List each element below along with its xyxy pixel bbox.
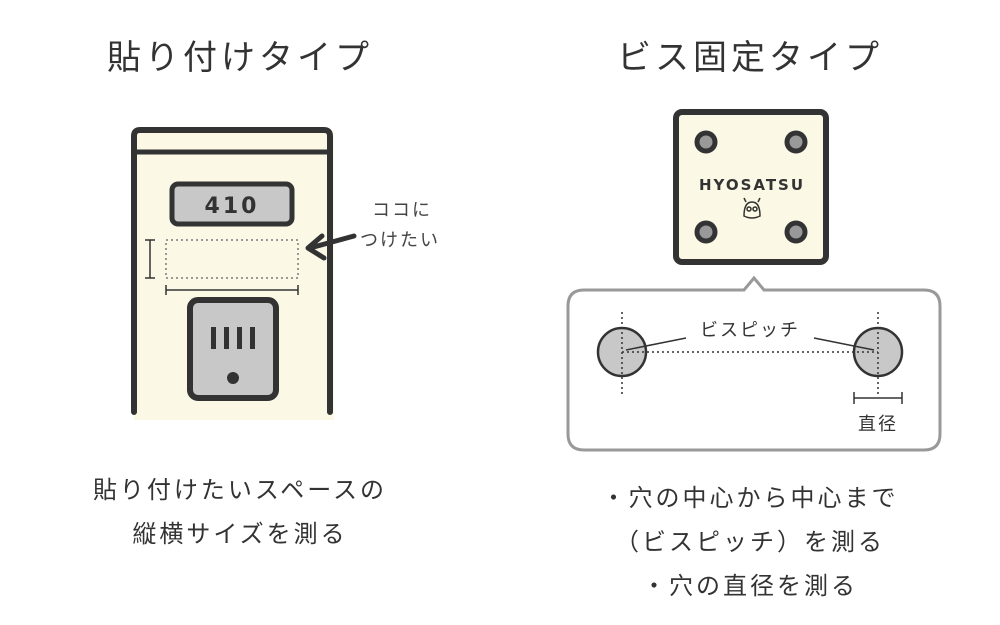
pitch-leader-left bbox=[625, 337, 687, 351]
right-caption-line-2: （ビスピッチ）を測る bbox=[615, 528, 885, 556]
intercom-device bbox=[187, 297, 279, 401]
arrow-left-icon bbox=[305, 233, 357, 261]
right-caption-line-3: ・穴の直径を測る bbox=[642, 572, 858, 600]
right-title: ビス固定タイプ bbox=[617, 38, 883, 78]
left-caption-line-1: 貼り付けたいスペースの bbox=[92, 476, 388, 504]
pitch-label: ビスピッチ bbox=[700, 320, 800, 341]
left-caption-line-2: 縦横サイズを測る bbox=[132, 520, 348, 548]
callout-text: ココに つけたい bbox=[360, 196, 470, 256]
intercom-button bbox=[227, 372, 239, 384]
owl-icon bbox=[743, 197, 761, 219]
left-caption: 貼り付けたいスペースの 縦横サイズを測る bbox=[40, 468, 440, 556]
number-plate-text: 410 bbox=[205, 194, 260, 219]
screw-holes bbox=[694, 130, 808, 244]
mailbox-illustration: 410 bbox=[131, 127, 334, 420]
left-title: 貼り付けタイプ bbox=[107, 38, 373, 78]
target-space bbox=[165, 239, 299, 279]
bubble-outline bbox=[566, 275, 942, 452]
mailbox-outline bbox=[131, 127, 333, 415]
right-caption-line-1: ・穴の中心から中心まで bbox=[601, 484, 899, 512]
right-caption: ・穴の中心から中心まで （ビスピッチ）を測る ・穴の直径を測る bbox=[560, 476, 940, 608]
width-dimension bbox=[165, 285, 299, 295]
intercom-grille bbox=[211, 327, 255, 349]
pitch-bubble: ビスピッチ 直径 bbox=[566, 275, 942, 452]
plate-brand: HYOSATSU bbox=[699, 176, 805, 194]
diameter-dimension bbox=[853, 392, 903, 404]
pitch-leader-right bbox=[813, 337, 875, 351]
screw-plate: HYOSATSU bbox=[673, 109, 829, 265]
diameter-label: 直径 bbox=[858, 414, 898, 435]
callout-line-1: ココに bbox=[372, 200, 432, 221]
number-plate bbox=[169, 181, 295, 227]
height-dimension bbox=[145, 239, 155, 279]
callout-line-2: つけたい bbox=[360, 230, 440, 251]
